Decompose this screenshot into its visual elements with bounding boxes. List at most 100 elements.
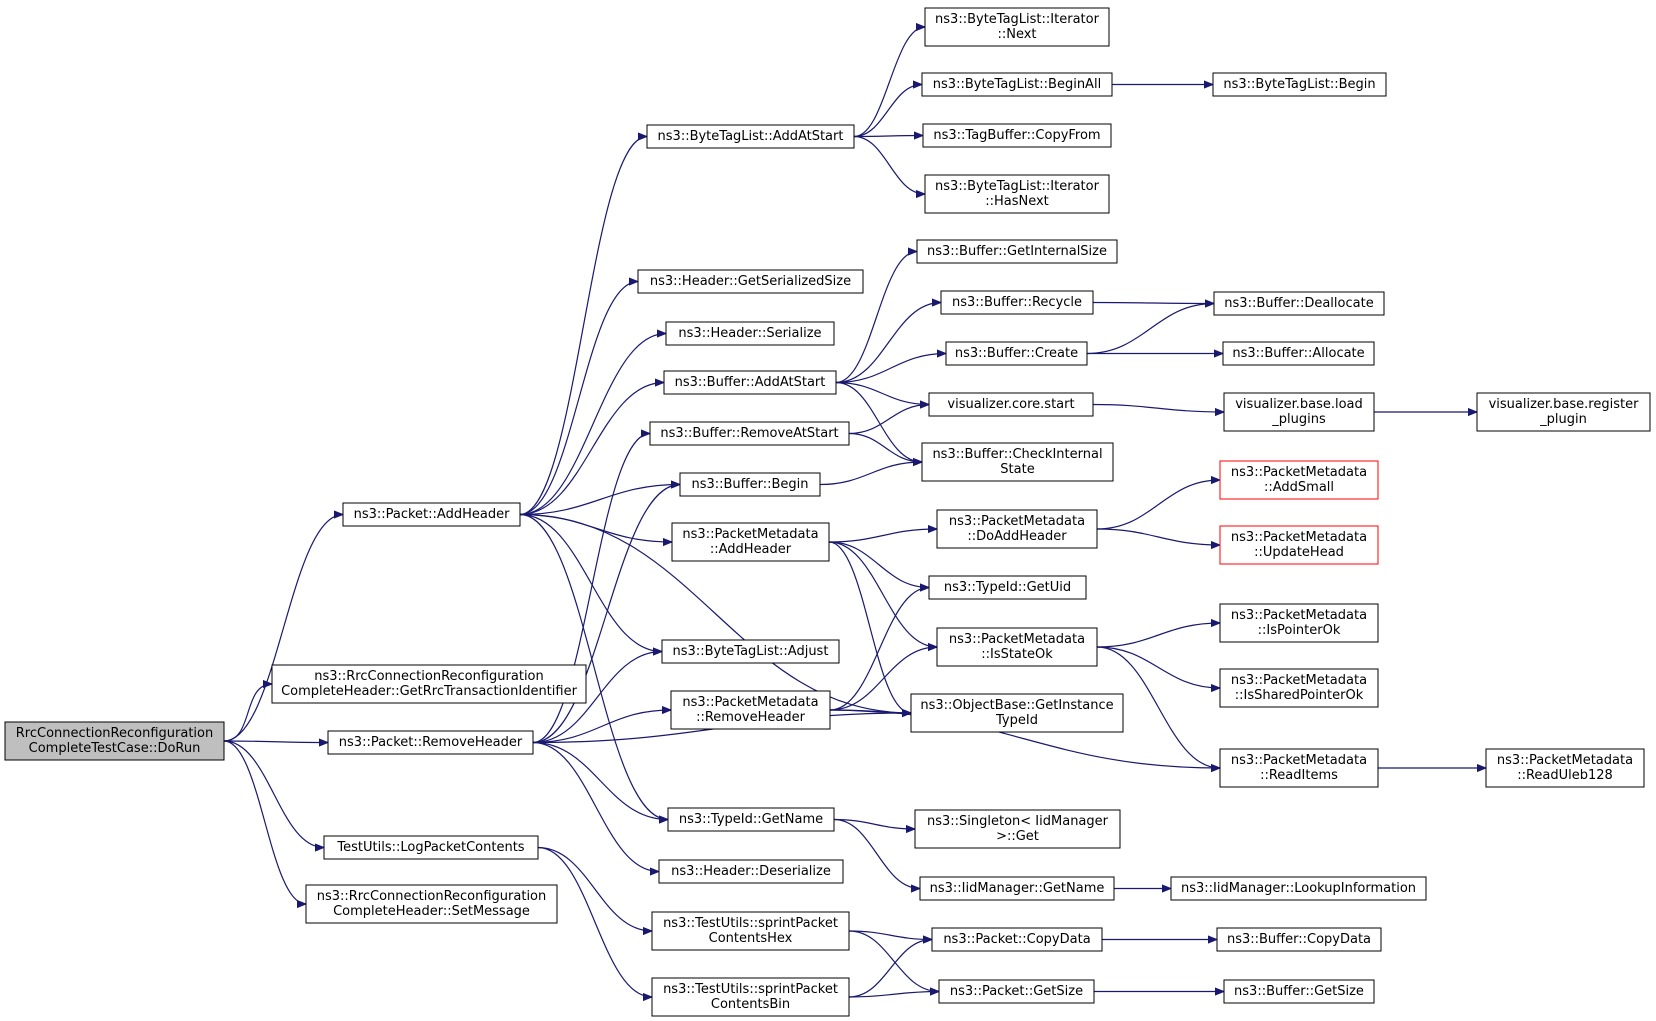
node-box [1485,748,1645,788]
edge-remove-header-to-buf-remove-at-start [532,434,650,744]
node-type-get-name[interactable]: ns3::TypeId::GetName [667,807,835,832]
edge-add-header-to-buf-add-at-start [519,383,664,516]
node-buf-remove-at-start[interactable]: ns3::Buffer::RemoveAtStart [649,421,850,446]
node-remove-header[interactable]: ns3::Packet::RemoveHeader [327,730,534,755]
node-pm-read-items[interactable]: ns3::PacketMetadata::ReadItems [1219,748,1379,788]
node-label: ::ReadItems [1260,768,1338,783]
edge-log-packet-to-sprint-hex [537,846,652,932]
node-set-message[interactable]: ns3::RrcConnectionReconfigurationComplet… [305,884,558,924]
node-box [679,472,821,497]
node-pm-do-add-header[interactable]: ns3::PacketMetadata::DoAddHeader [936,509,1098,549]
node-btl-it-has-next[interactable]: ns3::ByteTagList::Iterator::HasNext [924,174,1110,214]
edge-pm-is-state-ok-to-pm-is-pointer-ok [1096,623,1220,648]
node-hdr-deserialize[interactable]: ns3::Header::Deserialize [658,859,844,884]
node-buf-add-at-start[interactable]: ns3::Buffer::AddAtStart [663,370,837,395]
edge-type-get-name-to-singleton-get [833,818,915,830]
edge-buf-add-at-start-to-buf-get-internal-size [835,252,918,384]
node-label: ns3::IidManager::GetName [930,881,1105,896]
node-buf-deallocate[interactable]: ns3::Buffer::Deallocate [1213,291,1385,316]
node-log-packet[interactable]: TestUtils::LogPacketContents [323,835,539,860]
node-pm-is-pointer-ok[interactable]: ns3::PacketMetadata::IsPointerOk [1219,603,1379,643]
node-box [665,321,835,346]
node-box [936,509,1098,549]
node-label: _plugins [1271,412,1326,427]
edge-layer [223,27,1486,997]
node-hdr-get-ser-size[interactable]: ns3::Header::GetSerializedSize [637,269,864,294]
edge-add-header-to-hdr-serialize [519,334,666,516]
node-box [936,627,1098,667]
node-add-header[interactable]: ns3::Packet::AddHeader [342,502,521,527]
edge-pm-add-header-to-pm-do-add-header [828,529,937,543]
node-tag-copy-from[interactable]: ns3::TagBuffer::CopyFrom [922,123,1112,148]
node-pm-is-shared-pointer-ok[interactable]: ns3::PacketMetadata::IsSharedPointerOk [1219,668,1379,708]
node-label: ns3::TypeId::GetName [679,812,823,827]
node-btl-add-at-start[interactable]: ns3::ByteTagList::AddAtStart [646,124,855,149]
node-label: ns3::PacketMetadata [1231,673,1367,688]
node-label: ns3::ByteTagList::Iterator [935,179,1100,194]
node-buf-create[interactable]: ns3::Buffer::Create [945,341,1088,366]
node-get-rrc[interactable]: ns3::RrcConnectionReconfigurationComplet… [271,664,587,704]
node-btl-adjust[interactable]: ns3::ByteTagList::Adjust [661,639,840,664]
node-iid-lookup[interactable]: ns3::IidManager::LookupInformation [1170,876,1427,901]
node-label: ns3::PacketMetadata [949,514,1085,529]
node-box [271,664,587,704]
node-viz-core-start[interactable]: visualizer.core.start [928,392,1094,417]
node-box [658,859,844,884]
node-label: ::RemoveHeader [696,710,806,725]
node-label: CompleteTestCase::DoRun [29,741,201,756]
node-hdr-serialize[interactable]: ns3::Header::Serialize [665,321,835,346]
node-btl-begin-all[interactable]: ns3::ByteTagList::BeginAll [921,72,1113,97]
node-pm-remove-header[interactable]: ns3::PacketMetadata::RemoveHeader [670,690,831,730]
node-label: ns3::Header::GetSerializedSize [650,274,851,289]
node-pkt-get-size[interactable]: ns3::Packet::GetSize [938,979,1095,1004]
edge-pm-remove-header-to-pm-read-items [829,709,1220,768]
node-label: _plugin [1539,412,1587,427]
node-box [305,884,558,924]
node-label: CompleteHeader::SetMessage [333,904,530,919]
node-viz-register-plugin[interactable]: visualizer.base.register_plugin [1476,392,1651,432]
node-pm-read-uleb[interactable]: ns3::PacketMetadata::ReadUleb128 [1485,748,1645,788]
node-root[interactable]: RrcConnectionReconfigurationCompleteTest… [4,721,225,761]
edge-remove-header-to-btl-adjust [532,652,662,744]
edge-buf-add-at-start-to-buf-check-internal [835,381,922,463]
node-btl-begin[interactable]: ns3::ByteTagList::Begin [1212,72,1387,97]
edge-add-header-to-type-get-name [519,513,668,820]
node-label: ns3::Packet::AddHeader [354,507,510,522]
node-label: ns3::Packet::GetSize [950,984,1083,999]
edge-remove-header-to-hdr-deserialize [532,741,659,872]
node-box [667,807,835,832]
node-pm-is-state-ok[interactable]: ns3::PacketMetadata::IsStateOk [936,627,1098,667]
node-iid-get-name[interactable]: ns3::IidManager::GetName [919,876,1115,901]
node-pkt-copy-data[interactable]: ns3::Packet::CopyData [931,927,1103,952]
node-label: ns3::Buffer::CheckInternal [932,447,1102,462]
node-buf-copy-data[interactable]: ns3::Buffer::CopyData [1216,927,1382,952]
node-buf-recycle[interactable]: ns3::Buffer::Recycle [940,290,1094,315]
node-type-get-uid[interactable]: ns3::TypeId::GetUid [928,575,1087,600]
node-label: ::IsSharedPointerOk [1235,688,1364,703]
edge-sprint-hex-to-pkt-copy-data [848,930,932,940]
edge-root-to-log-packet [223,740,324,848]
node-label: ns3::Buffer::Deallocate [1224,296,1373,311]
edge-btl-add-at-start-to-btl-it-next [853,27,926,138]
node-label: ns3::Buffer::AddAtStart [675,375,826,390]
node-buf-get-size[interactable]: ns3::Buffer::GetSize [1223,979,1375,1004]
edge-add-header-to-obj-get-instance [519,513,911,714]
node-buf-allocate[interactable]: ns3::Buffer::Allocate [1222,341,1375,366]
edge-remove-header-to-buf-begin [532,485,680,744]
node-singleton-get[interactable]: ns3::Singleton< IidManager>::Get [914,809,1121,849]
node-label: CompleteHeader::GetRrcTransactionIdentif… [281,684,578,699]
node-pm-update-head[interactable]: ns3::PacketMetadata::UpdateHead [1219,525,1379,565]
node-pm-add-small[interactable]: ns3::PacketMetadata::AddSmall [1219,460,1379,500]
node-buf-get-internal-size[interactable]: ns3::Buffer::GetInternalSize [916,239,1118,264]
edge-root-to-set-message [223,740,307,904]
node-buf-begin[interactable]: ns3::Buffer::Begin [679,472,821,497]
node-viz-load-plugins[interactable]: visualizer.base.load_plugins [1223,392,1375,432]
node-label: ns3::Header::Serialize [678,326,821,341]
node-pm-add-header[interactable]: ns3::PacketMetadata::AddHeader [671,522,830,562]
node-btl-it-next[interactable]: ns3::ByteTagList::Iterator::Next [924,7,1110,47]
